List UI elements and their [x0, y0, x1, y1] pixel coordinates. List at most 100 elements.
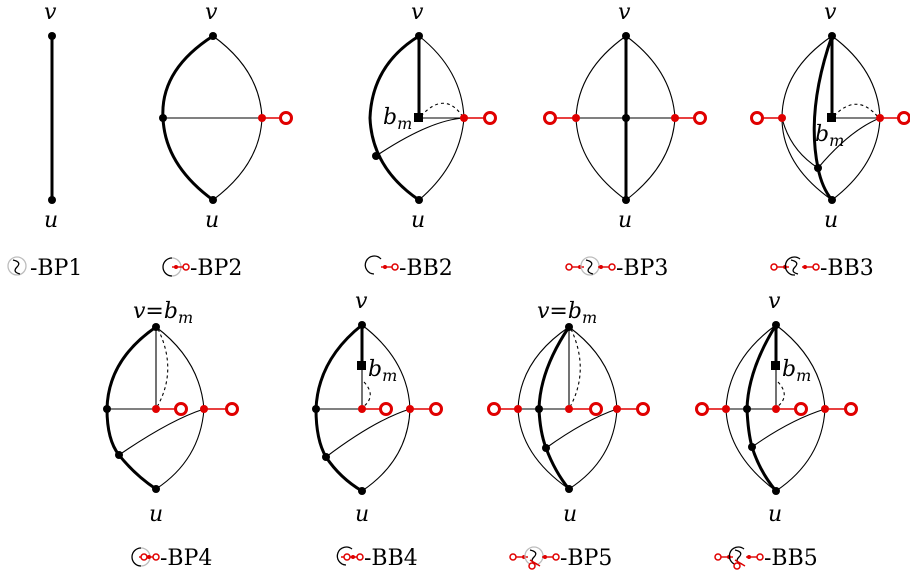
attachment-ring	[174, 402, 188, 416]
attachment-vertex	[722, 405, 730, 413]
caption-bb3: -BB3	[820, 256, 874, 281]
edge	[325, 408, 411, 458]
vertex	[743, 405, 751, 413]
attachment-vertex	[358, 405, 366, 413]
panel-bp1: v u -BP1	[7, 0, 82, 281]
vertex-v	[415, 32, 423, 40]
vertex-label-u: u	[563, 502, 577, 527]
vertex-label-v: v	[355, 289, 368, 314]
vertex-label-bm: bm	[383, 105, 412, 133]
vertex-v	[622, 32, 630, 40]
vertex-u	[48, 196, 56, 204]
attachment-vertex	[772, 405, 780, 413]
vertex-v	[48, 32, 56, 40]
bp2-icon	[162, 257, 190, 277]
caption-bp5: -BP5	[560, 546, 612, 571]
attachment-vertex	[565, 405, 573, 413]
edge	[725, 324, 777, 492]
dashed-edge	[569, 328, 581, 408]
attachment-ring	[897, 111, 910, 125]
bb5-icon	[714, 546, 764, 570]
bp4-icon	[131, 547, 160, 567]
vertex-label-v: v	[411, 0, 424, 25]
attachment-vertex	[200, 405, 208, 413]
vertex-bm	[414, 113, 423, 122]
attachment-vertex	[514, 405, 522, 413]
panel-bp2: v u -BP2	[159, 0, 293, 281]
attachment-vertex	[778, 114, 786, 122]
vertex-v	[565, 323, 573, 331]
vertex	[622, 114, 630, 122]
vertex	[159, 114, 167, 122]
vertex-v	[209, 32, 217, 40]
vertex-label-v: v	[824, 0, 837, 25]
attachment-vertex	[406, 405, 414, 413]
vertex-v	[828, 32, 836, 40]
panel-bp3: v u -BP3	[543, 0, 707, 281]
edge	[817, 117, 881, 169]
vertex-label-v: v	[44, 0, 57, 25]
vertex	[814, 164, 822, 172]
caption-bp3: -BP3	[616, 256, 668, 281]
vertex	[535, 405, 543, 413]
attachment-ring	[225, 402, 239, 416]
vertex	[115, 451, 123, 459]
bp3-icon	[565, 256, 616, 276]
edge	[545, 408, 618, 449]
vertex	[542, 444, 550, 452]
attachment-vertex	[613, 405, 621, 413]
vertex-label-u: u	[618, 208, 632, 233]
caption-bp4: -BP4	[160, 546, 212, 571]
attachment-vertex	[572, 114, 580, 122]
vertex-u	[828, 196, 836, 204]
dashed-edge	[362, 381, 371, 408]
panel-bb2: v u bm -BB2	[364, 0, 497, 281]
edge	[537, 326, 571, 490]
vertex-label-u: u	[411, 208, 425, 233]
dashed-edge	[420, 102, 464, 118]
bp5-icon	[509, 546, 560, 570]
vertex-v	[772, 321, 780, 329]
caption-bb4: -BB4	[364, 546, 418, 571]
attachment-ring	[429, 402, 443, 416]
vertex-u	[622, 196, 630, 204]
bp1-icon	[7, 256, 27, 276]
edge	[118, 408, 205, 456]
vertex-label-u: u	[205, 208, 219, 233]
vertex-label-bm: bm	[815, 122, 844, 150]
attachment-vertex	[671, 114, 679, 122]
attachment-ring	[636, 402, 650, 416]
edge	[368, 34, 420, 202]
attachment-vertex	[258, 114, 266, 122]
attachment-ring	[794, 402, 808, 416]
vertex-bm	[357, 361, 366, 370]
edge	[812, 35, 834, 201]
vertex-v	[358, 321, 366, 329]
caption-bb5: -BB5	[764, 546, 818, 571]
vertex	[372, 152, 380, 160]
dashed-edge	[156, 328, 169, 408]
attachment-ring	[487, 402, 501, 416]
vertex-u	[772, 487, 780, 495]
edge	[375, 117, 465, 157]
vertex-label-bm: bm	[782, 357, 811, 385]
bb3-icon	[770, 256, 820, 276]
edge	[745, 324, 778, 492]
vertex	[312, 405, 320, 413]
vertex-u	[358, 487, 366, 495]
vertex-label-v: v	[618, 0, 631, 25]
dashed-edge	[776, 381, 785, 408]
panel-bp5: v=bm u -BP5	[487, 299, 650, 571]
edge	[751, 408, 826, 448]
dashed-edge	[833, 103, 879, 118]
caption-bp2: -BP2	[190, 256, 242, 281]
vertex-label-bm: bm	[368, 357, 397, 385]
vertex-label-v: v	[768, 289, 781, 314]
vertex-label-u: u	[44, 208, 58, 233]
attachment-ring	[379, 402, 393, 416]
attachment-vertex	[152, 405, 160, 413]
bb2-icon	[364, 255, 399, 275]
vertex-u	[565, 485, 573, 493]
vertex-label-v: v	[205, 0, 218, 25]
vertex-label-u: u	[355, 502, 369, 527]
